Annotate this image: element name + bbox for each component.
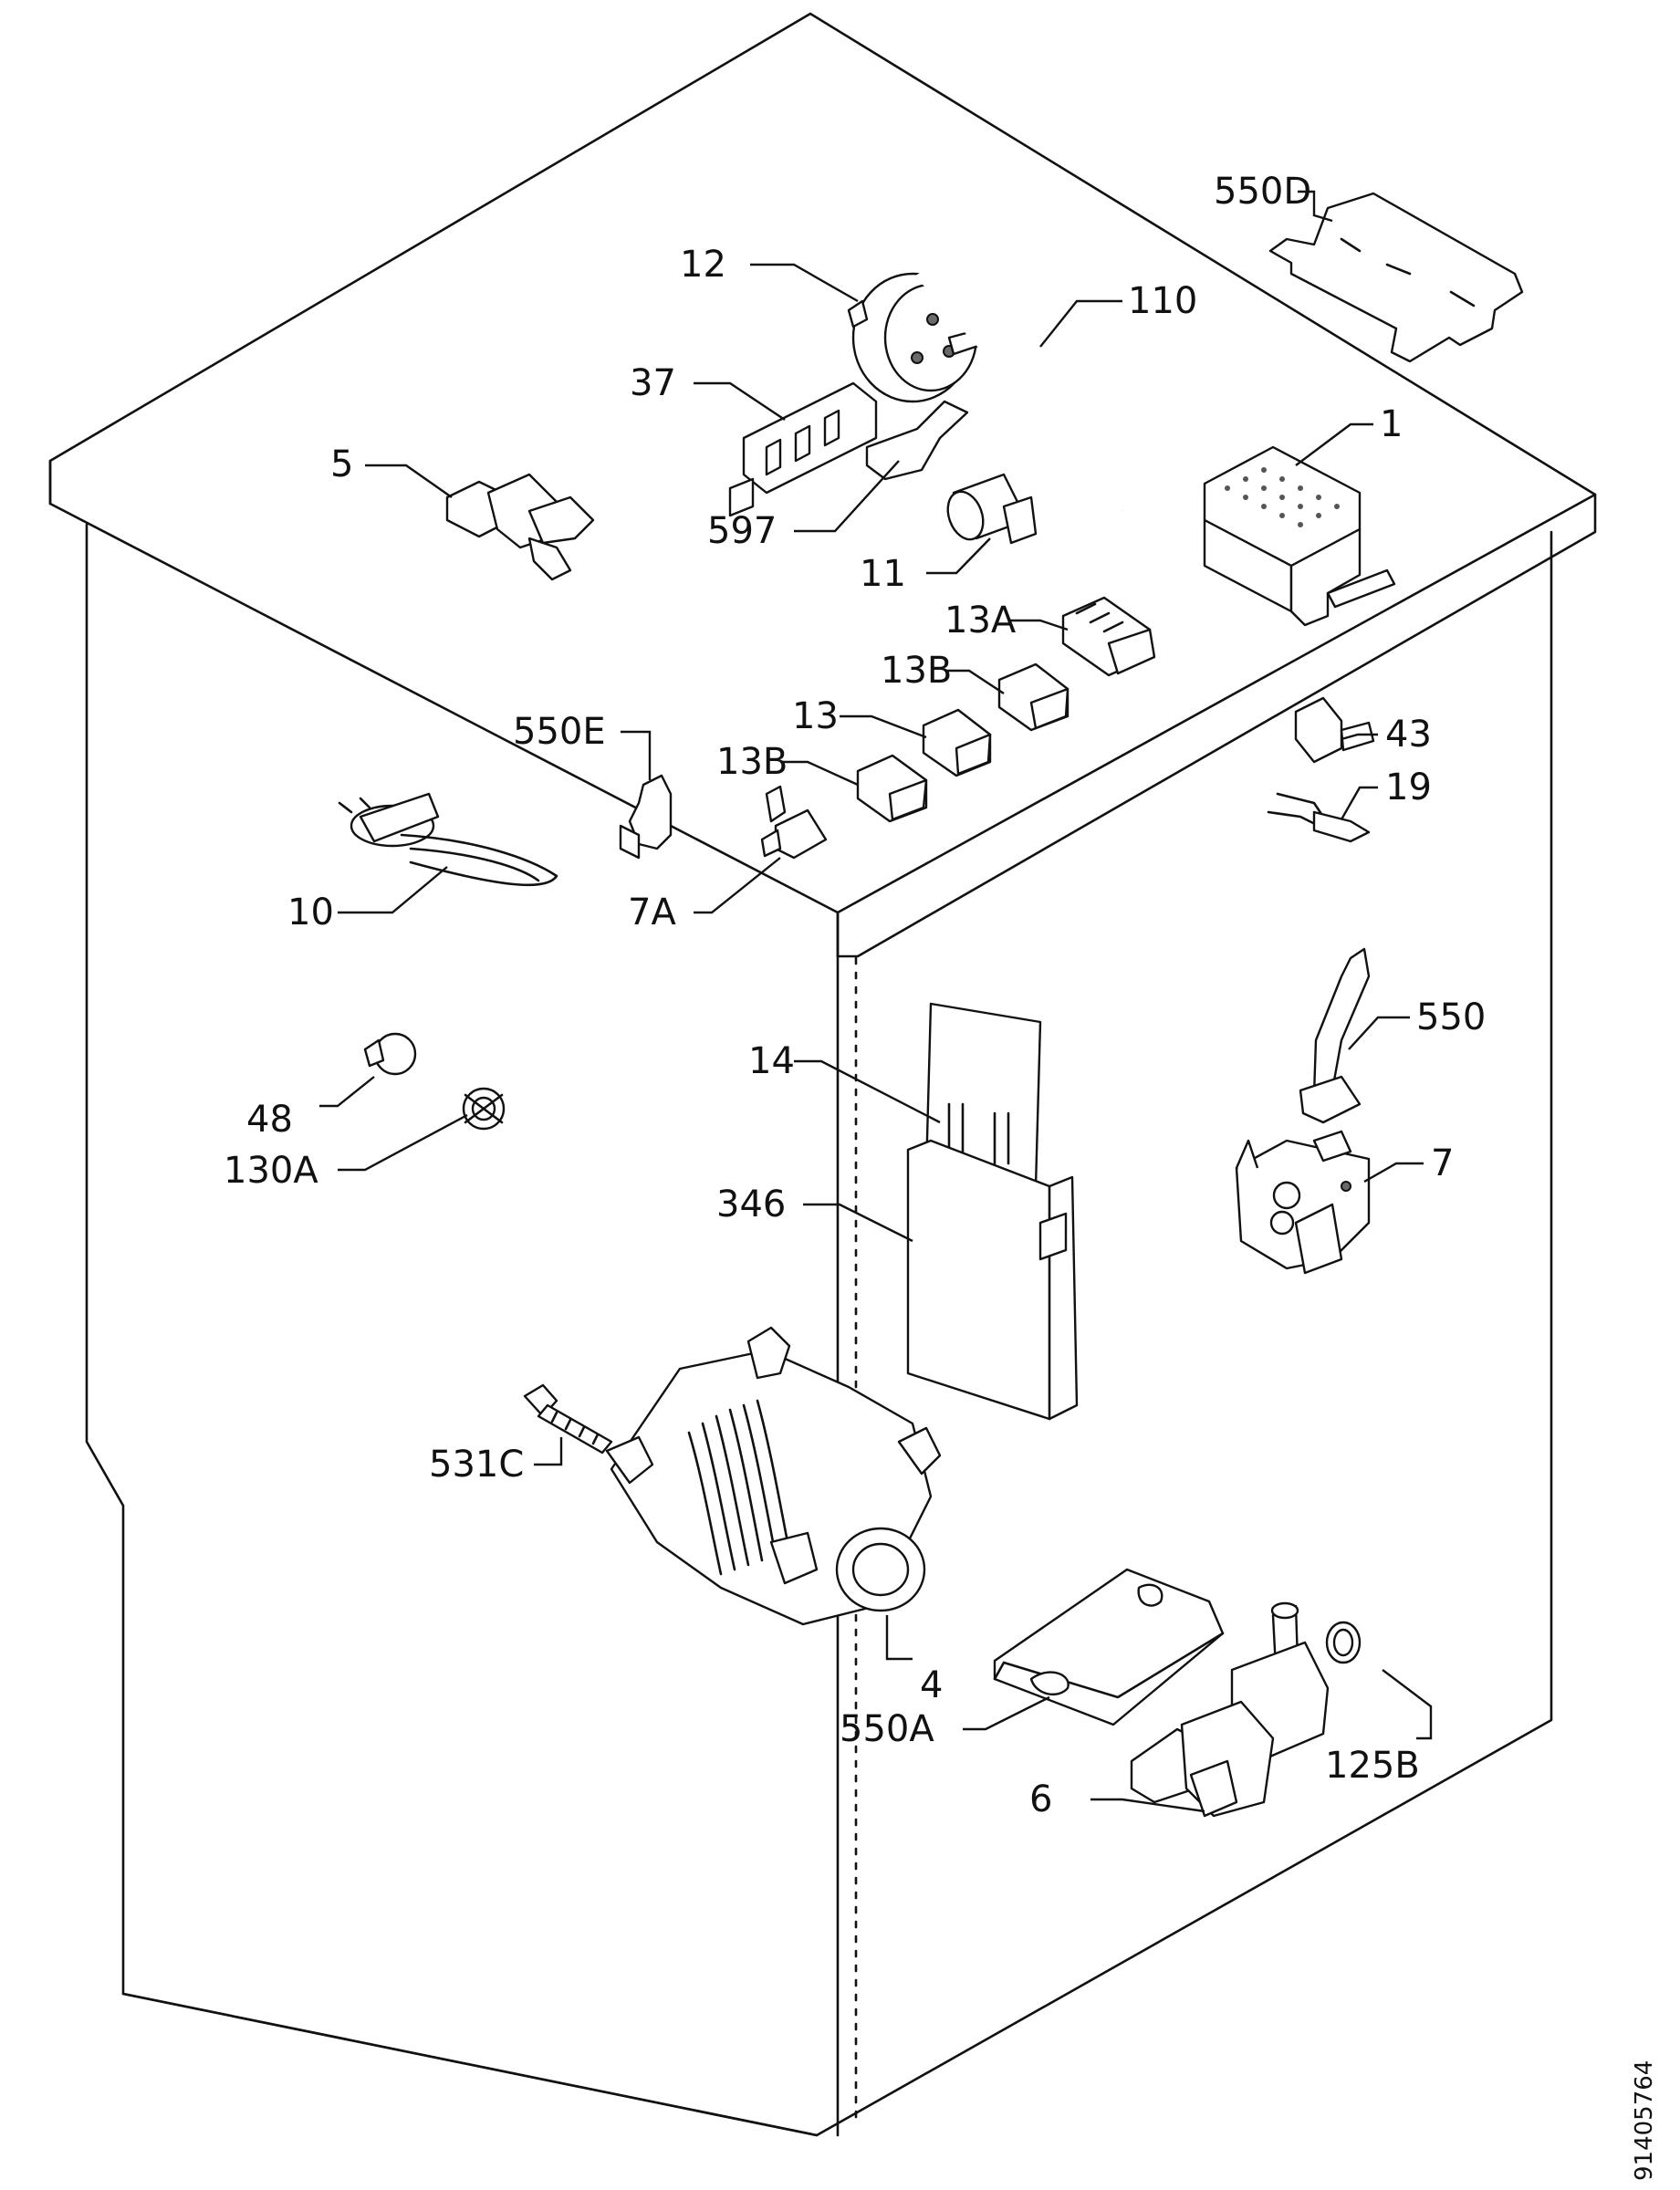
part-110-hose [915, 261, 1126, 513]
part-43-switch [1294, 696, 1375, 764]
document-id: 91405764 [1631, 2060, 1658, 2181]
part-13-connector [922, 708, 992, 777]
part-37-terminal-block [728, 381, 878, 517]
part-13B-upper-connector [997, 662, 1070, 732]
callout-550D: 550D [1214, 171, 1311, 213]
callout-550: 550 [1416, 996, 1486, 1038]
callout-531C: 531C [429, 1444, 524, 1486]
callout-37: 37 [630, 362, 676, 404]
callout-labels: 550D 12 110 37 1 5 597 11 13A 13B 13 13B… [224, 171, 1486, 1820]
part-1-programmer [1203, 445, 1396, 627]
part-5-inlet-valve [445, 473, 595, 581]
part-11-capacitor [946, 473, 1038, 545]
part-346-dispenser-housing [906, 1139, 1079, 1421]
part-550-lever [1299, 947, 1371, 1124]
part-597-bracket [865, 400, 969, 481]
callout-12: 12 [680, 244, 726, 286]
callout-4: 4 [920, 1664, 943, 1706]
callout-13B-upper: 13B [881, 650, 952, 692]
part-7A-microswitch [760, 785, 828, 860]
part-550A-pad [993, 1568, 1225, 1726]
callout-597: 597 [707, 510, 777, 552]
part-6-drain-pump [1130, 1601, 1362, 1818]
callout-5: 5 [330, 443, 353, 485]
part-4-motor [605, 1326, 942, 1626]
cabinet-outline [48, 12, 1597, 2137]
callout-43: 43 [1385, 714, 1432, 756]
part-531C-screw [523, 1383, 613, 1455]
callout-13A: 13A [944, 600, 1017, 641]
callout-1: 1 [1380, 403, 1403, 445]
callout-550E: 550E [513, 711, 606, 753]
part-550D-cover-plate [1268, 192, 1524, 363]
callout-19: 19 [1385, 766, 1432, 808]
callout-48: 48 [246, 1099, 293, 1141]
callout-11: 11 [860, 553, 906, 595]
part-7-door-lock [1235, 1130, 1371, 1275]
part-13A-connector [1061, 596, 1156, 677]
callout-110: 110 [1128, 280, 1197, 322]
part-19-ntc-sensor [1267, 792, 1371, 843]
callout-7: 7 [1431, 1142, 1454, 1184]
leader-lines [319, 190, 1433, 1813]
callout-13: 13 [792, 695, 839, 737]
callout-130A: 130A [224, 1150, 318, 1192]
callout-346: 346 [716, 1184, 786, 1225]
callout-10: 10 [287, 892, 334, 933]
part-550E-clip [619, 774, 673, 860]
callout-6: 6 [1029, 1778, 1052, 1820]
part-130A-nut [462, 1087, 506, 1131]
callout-13B-lower: 13B [716, 741, 788, 783]
part-48-component [363, 1032, 417, 1076]
callout-125B: 125B [1325, 1745, 1420, 1787]
part-13B-lower-connector [856, 754, 928, 823]
callout-550A: 550A [840, 1708, 934, 1750]
callout-7A: 7A [628, 892, 676, 933]
part-10-heating-element [338, 792, 558, 887]
callout-14: 14 [748, 1040, 795, 1082]
